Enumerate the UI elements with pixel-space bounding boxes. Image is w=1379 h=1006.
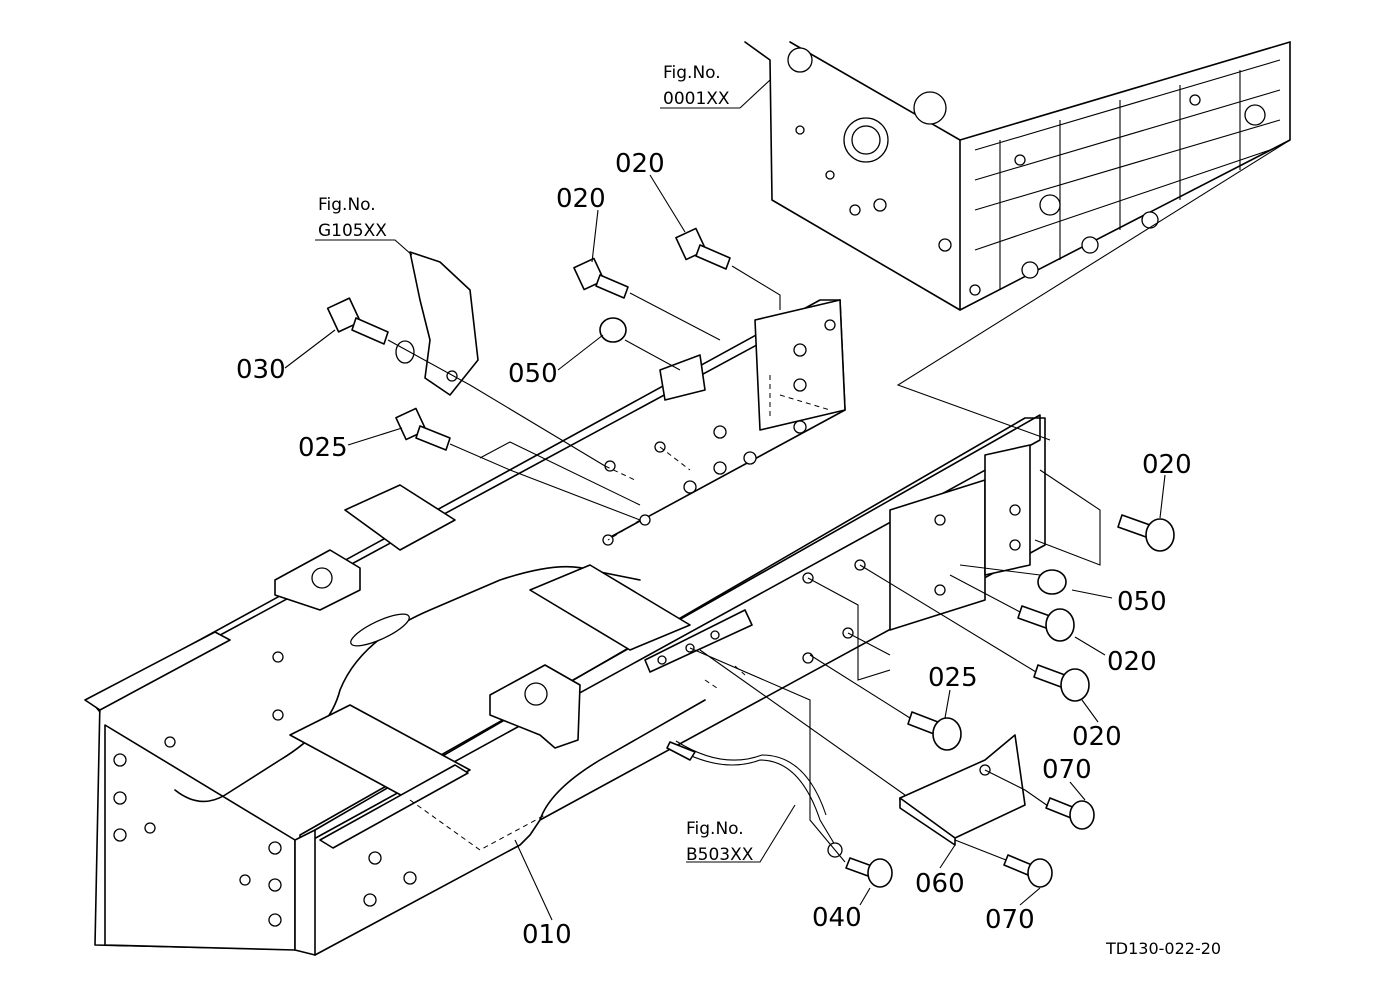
bolt-020-d xyxy=(1017,605,1075,642)
callout-010: 010 xyxy=(522,920,572,950)
ref-harness-title: Fig.No. xyxy=(686,819,744,839)
callout-040: 040 xyxy=(812,903,862,933)
engine-block xyxy=(744,41,1291,441)
bolt-020-c xyxy=(1117,514,1175,552)
bracket-060 xyxy=(899,734,1026,846)
callout-050-a: 050 xyxy=(508,359,558,389)
drawing-code: TD130-022-20 xyxy=(1105,939,1221,958)
bolt-070-b xyxy=(1003,854,1053,888)
callout-025-a: 025 xyxy=(298,433,348,463)
bolt-020-a xyxy=(573,257,629,299)
earth-harness xyxy=(666,740,843,858)
ref-bracket-code: G105XX xyxy=(318,221,387,241)
harness-stay xyxy=(644,609,753,673)
callout-020-d: 020 xyxy=(1107,647,1157,677)
assembly-lines xyxy=(387,265,1101,863)
bolt-070-a xyxy=(1045,797,1095,830)
callout-020-b: 020 xyxy=(615,149,665,179)
bolt-030 xyxy=(326,297,415,364)
callout-050-b: 050 xyxy=(1117,587,1167,617)
collar-050-a xyxy=(599,317,627,343)
ref-bracket-title: Fig.No. xyxy=(318,195,376,215)
bolt-020-b xyxy=(675,227,731,270)
callout-070-b: 070 xyxy=(985,905,1035,935)
callout-020-a: 020 xyxy=(556,184,606,214)
callout-070-a: 070 xyxy=(1042,755,1092,785)
bolt-020-e xyxy=(1033,664,1090,702)
ref-engine-title: Fig.No. xyxy=(663,63,721,83)
leader-lines xyxy=(284,79,1166,921)
ref-engine-code: 0001XX xyxy=(663,89,730,109)
bolt-025-a xyxy=(395,407,451,451)
figure-references: Fig.No. 0001XX Fig.No. G105XX Fig.No. B5… xyxy=(318,63,754,865)
callout-labels: 020 020 030 050 025 020 050 020 020 025 … xyxy=(236,149,1192,950)
bracket-g105 xyxy=(409,251,479,396)
bolts xyxy=(326,227,1175,888)
callout-025-b: 025 xyxy=(928,663,978,693)
bolt-025-b xyxy=(907,711,962,751)
callout-020-c: 020 xyxy=(1142,450,1192,480)
collar-050-b xyxy=(1037,569,1067,595)
front-frame xyxy=(84,299,1046,956)
ref-harness-code: B503XX xyxy=(686,845,754,865)
bolt-040 xyxy=(845,857,893,888)
callout-030: 030 xyxy=(236,355,286,385)
callout-020-e: 020 xyxy=(1072,722,1122,752)
callout-060: 060 xyxy=(915,869,965,899)
